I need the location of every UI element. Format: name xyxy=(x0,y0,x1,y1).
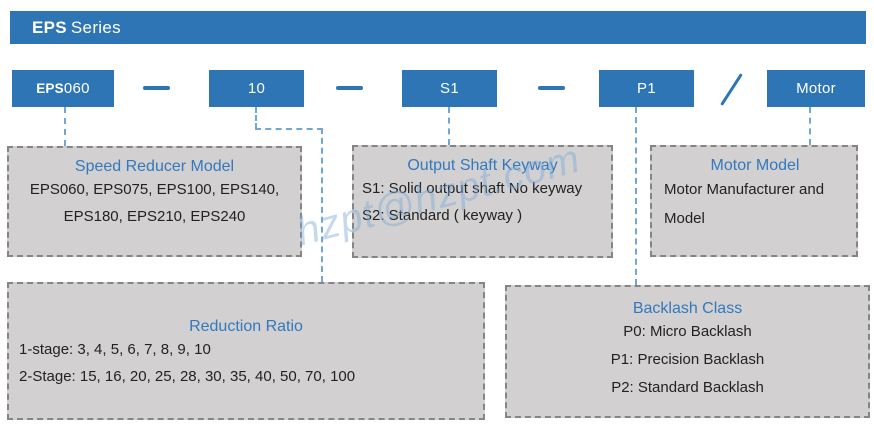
backlash-class-title: Backlash Class xyxy=(632,300,743,317)
output-shaft-keyway-line2: S2: Standard ( keyway ) xyxy=(362,207,523,224)
connector-backlash xyxy=(635,107,637,285)
connector-keyway xyxy=(448,107,450,145)
info-box-output-shaft-keyway: Output Shaft Keyway S1: Solid output sha… xyxy=(352,145,613,258)
output-shaft-keyway-title: Output Shaft Keyway xyxy=(407,157,558,174)
motor-model-title: Motor Model xyxy=(710,157,800,174)
dash-separator-1 xyxy=(143,86,170,90)
code-box-keyway: S1 xyxy=(402,70,497,107)
connector-ratio-jog xyxy=(255,128,323,130)
speed-reducer-model-line1: EPS060, EPS075, EPS100, EPS140, xyxy=(29,181,280,198)
reduction-ratio-line1: 1-stage: 3, 4, 5, 6, 7, 8, 9, 10 xyxy=(19,341,211,358)
series-header-bar: EPS Series xyxy=(10,11,866,44)
backlash-class-line2: P1: Precision Backlash xyxy=(610,351,765,368)
speed-reducer-model-line2: EPS180, EPS210, EPS240 xyxy=(63,208,246,225)
code-motor-value: Motor xyxy=(796,80,836,97)
dash-separator-2 xyxy=(336,86,363,90)
reduction-ratio-line2: 2-Stage: 15, 16, 20, 25, 28, 30, 35, 40,… xyxy=(19,368,356,385)
connector-ratio-drop xyxy=(255,107,257,129)
connector-ratio-down xyxy=(321,128,323,282)
code-keyway-value: S1 xyxy=(440,80,459,97)
motor-model-line1: Motor Manufacturer and xyxy=(664,181,825,198)
backlash-class-line1: P0: Micro Backlash xyxy=(623,323,752,340)
code-model-prefix: EPS xyxy=(36,81,64,96)
connector-model xyxy=(64,107,66,146)
series-label: Series xyxy=(70,17,121,37)
info-box-speed-reducer-model: Speed Reducer Model EPS060, EPS075, EPS1… xyxy=(7,146,302,257)
info-box-motor-model: Motor Model Motor Manufacturer and Model xyxy=(650,145,858,257)
info-box-backlash-class: Backlash Class P0: Micro Backlash P1: Pr… xyxy=(505,285,870,418)
code-box-motor: Motor xyxy=(767,70,865,107)
info-box-reduction-ratio: Reduction Ratio 1-stage: 3, 4, 5, 6, 7, … xyxy=(7,282,485,420)
backlash-class-line3: P2: Standard Backlash xyxy=(611,379,764,396)
output-shaft-keyway-line1: S1: Solid output shaft No keyway xyxy=(362,180,583,197)
series-brand: EPS xyxy=(32,17,67,37)
code-model-suffix: 060 xyxy=(63,80,90,97)
code-box-backlash: P1 xyxy=(599,70,694,107)
code-box-ratio: 10 xyxy=(209,70,304,107)
speed-reducer-model-title: Speed Reducer Model xyxy=(74,158,235,175)
connector-motor xyxy=(809,107,811,145)
motor-model-line2: Model xyxy=(664,210,705,227)
slash-separator xyxy=(720,73,743,106)
reduction-ratio-title: Reduction Ratio xyxy=(189,318,303,335)
code-backlash-value: P1 xyxy=(637,80,656,97)
dash-separator-3 xyxy=(538,86,565,90)
code-ratio-value: 10 xyxy=(247,80,266,97)
